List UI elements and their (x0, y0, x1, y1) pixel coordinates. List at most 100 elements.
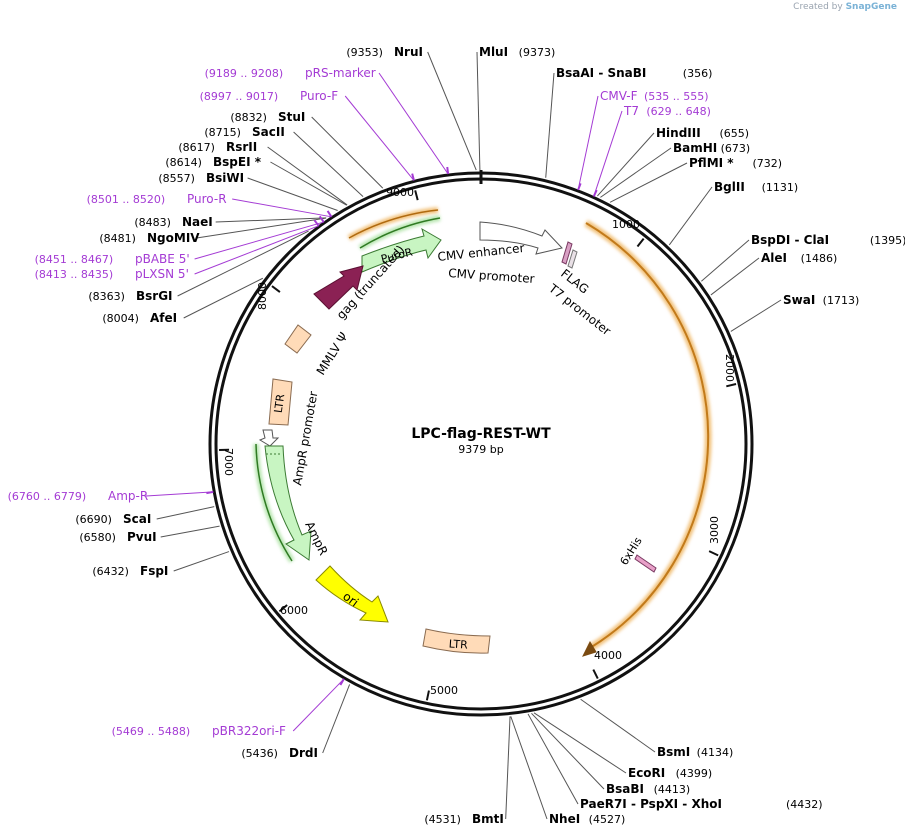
enzyme-ngomiv-name[interactable]: NgoMIV (147, 231, 200, 245)
feature-ori[interactable] (315, 565, 389, 623)
feature-puro-green-arc (359, 217, 441, 249)
feature-ampr-promoter[interactable] (258, 429, 280, 447)
enzyme-alei-leader (710, 257, 760, 296)
feature-flag[interactable] (561, 241, 573, 265)
enzyme-bsrgi-position: (8363) (88, 290, 125, 303)
feature-6xhis[interactable] (634, 554, 657, 573)
feature-puror[interactable] (361, 227, 442, 273)
enzyme-drdi-name[interactable]: DrdI (289, 746, 318, 760)
enzyme-nhei-leader (510, 716, 548, 820)
enzyme-bsmi-name[interactable]: BsmI (657, 745, 690, 759)
enzyme-sacii-name[interactable]: SacII (252, 125, 285, 139)
enzyme-ecori-name[interactable]: EcoRI (628, 766, 665, 780)
feature-gag-truncated[interactable] (313, 265, 364, 310)
primer-prs-marker-leader (378, 72, 449, 175)
enzyme-bsrgi-leader (177, 230, 309, 297)
enzyme-bsmi-leader (580, 698, 656, 753)
enzyme-afei-name[interactable]: AfeI (150, 311, 177, 325)
enzyme-alei-name[interactable]: AleI (761, 251, 787, 265)
ruler-tick-label: 2000 (723, 354, 736, 382)
enzyme-ecori-position: (4399) (676, 767, 713, 780)
enzyme-nrui-name[interactable]: NruI (394, 45, 423, 59)
enzyme-swai-name[interactable]: SwaI (783, 293, 815, 307)
ruler-tick (726, 383, 737, 388)
enzyme-naei-position: (8483) (134, 216, 171, 229)
enzyme-naei-name[interactable]: NaeI (182, 215, 213, 229)
feature-ltr-5[interactable] (268, 378, 293, 426)
enzyme-pflmi-name[interactable]: PflMI * (689, 156, 734, 170)
enzyme-scai-name[interactable]: ScaI (123, 512, 151, 526)
feature-t7-promoter[interactable] (567, 249, 578, 269)
primer-puro-r-position: (8501 .. 8520) (87, 193, 166, 206)
primer-cmv-f-position: (535 .. 555) (644, 90, 709, 103)
primer-prs-marker-name[interactable]: pRS-marker (305, 66, 376, 80)
primer-prs-marker-position: (9189 .. 9208) (205, 67, 284, 80)
enzyme-paer7i-pspxi-xhoi-name[interactable]: PaeR7I - PspXI - XhoI (580, 797, 722, 811)
enzyme-stui-name[interactable]: StuI (278, 110, 305, 124)
primer-pbabe-5-leader (194, 221, 324, 260)
enzyme-bglii-position: (1131) (762, 181, 799, 194)
enzyme-bspdi-clai-name[interactable]: BspDI - ClaI (751, 233, 829, 247)
primer-t7-leader (593, 110, 623, 197)
feature-mmlv-psi[interactable] (284, 324, 312, 354)
primer-pbr322ori-f-name[interactable]: pBR322ori-F (212, 724, 286, 738)
enzyme-mlui-leader (476, 51, 481, 171)
enzyme-bsabi-name[interactable]: BsaBI (606, 782, 644, 796)
primer-cmv-f-leader (577, 95, 599, 191)
enzyme-ngomiv-leader (196, 217, 327, 239)
primer-cmv-f-site (577, 183, 582, 191)
enzyme-bmti-name[interactable]: BmtI (472, 812, 504, 826)
enzyme-bglii-name[interactable]: BglII (714, 180, 745, 194)
primer-pbr322ori-f-position: (5469 .. 5488) (112, 725, 191, 738)
primer-puro-f-name[interactable]: Puro-F (300, 89, 338, 103)
primer-puro-r-name[interactable]: Puro-R (187, 192, 227, 206)
enzyme-bsiwi-position: (8557) (158, 172, 195, 185)
enzyme-bsiwi-name[interactable]: BsiWI (206, 171, 244, 185)
enzyme-hindiii-name[interactable]: HindIII (656, 126, 701, 140)
enzyme-paer7i-pspxi-xhoi-leader (527, 713, 579, 805)
ruler-tick (425, 690, 430, 701)
ruler-tick-label: 9000 (386, 186, 414, 199)
primer-amp-r-site (206, 490, 214, 495)
enzyme-mlui-name[interactable]: MluI (479, 45, 508, 59)
primer-t7-name[interactable]: T7 (623, 104, 639, 118)
enzyme-nhei-name[interactable]: NheI (549, 812, 580, 826)
feature-ampr-promoter-label: AmpR promoter (290, 390, 320, 486)
ruler-tick (414, 190, 419, 201)
feature-rest-orf-arrowhead (582, 640, 597, 657)
enzyme-stui-leader (311, 116, 384, 189)
feature-mmlv-psi-label: MMLV Ψ (314, 330, 351, 378)
primer-puro-f-position: (8997 .. 9017) (200, 90, 279, 103)
primer-pbabe-5-position: (8451 .. 8467) (35, 253, 114, 266)
primer-cmv-f-name[interactable]: CMV-F (600, 89, 638, 103)
enzyme-sacii-position: (8715) (204, 126, 241, 139)
primer-plxsn-5-name[interactable]: pLXSN 5' (135, 267, 189, 281)
enzyme-drdi-leader (322, 684, 351, 754)
primer-amp-r-name[interactable]: Amp-R (108, 489, 148, 503)
feature-ltr-5-label: LTR (272, 393, 288, 414)
primer-pbabe-5-name[interactable]: pBABE 5' (135, 252, 190, 266)
primer-plxsn-5-leader (194, 225, 319, 275)
enzyme-bsaai-snabi-name[interactable]: BsaAI - SnaBI (556, 66, 646, 80)
enzyme-bamhi-position: (673) (721, 142, 751, 155)
enzyme-bamhi-name[interactable]: BamHI (673, 141, 717, 155)
enzyme-bsrgi-name[interactable]: BsrGI (136, 289, 173, 303)
primer-pbr322ori-f-leader (292, 678, 345, 732)
enzyme-fspi-leader (173, 551, 230, 572)
watermark-prefix: Created by (793, 2, 843, 12)
primer-puro-r-leader (232, 198, 332, 218)
feature-cmv-enhancer[interactable] (479, 221, 563, 255)
enzyme-bspei-name[interactable]: BspEI * (213, 155, 262, 169)
feature-ampr[interactable] (264, 445, 312, 561)
feature-ltr-3[interactable] (422, 628, 491, 654)
primer-puro-f-site (411, 173, 415, 181)
ruler-tick-label: 4000 (594, 649, 622, 662)
feature-ltr-3-label: LTR (448, 637, 468, 651)
enzyme-pvui-name[interactable]: PvuI (127, 530, 157, 544)
enzyme-rsrii-name[interactable]: RsrII (226, 140, 257, 154)
feature-rest-orf[interactable] (585, 222, 710, 649)
enzyme-fspi-position: (6432) (92, 565, 129, 578)
enzyme-fspi-name[interactable]: FspI (140, 564, 168, 578)
